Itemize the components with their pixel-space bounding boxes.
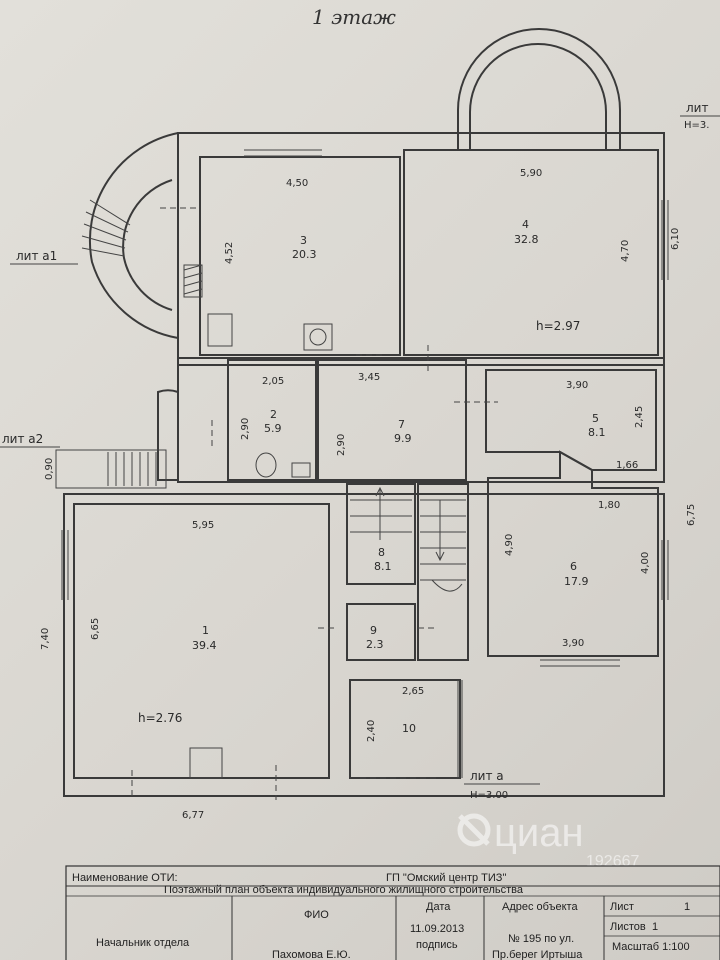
table-role: Начальник отдела xyxy=(96,937,190,949)
svg-text:H=3.: H=3. xyxy=(684,120,709,131)
svg-text:6,10: 6,10 xyxy=(670,228,681,250)
svg-text:5.9: 5.9 xyxy=(264,422,282,435)
svg-text:3,45: 3,45 xyxy=(358,372,380,383)
table-name-label: Наименование ОТИ: xyxy=(72,872,178,884)
svg-text:4,70: 4,70 xyxy=(620,240,631,262)
upper-block-walls xyxy=(81,28,665,366)
middle-block-walls xyxy=(55,357,665,489)
svg-text:8.1: 8.1 xyxy=(374,560,392,573)
watermark-code: 192667 xyxy=(586,853,639,870)
plan-title: 1 этаж xyxy=(312,5,396,29)
svg-text:3,90: 3,90 xyxy=(566,380,588,391)
table-col-fio: ФИО xyxy=(304,909,329,921)
title-block: Наименование ОТИ: ГП "Омский центр ТИЗ" … xyxy=(65,865,720,960)
svg-text:1,66: 1,66 xyxy=(616,460,638,471)
table-address-2: Пр.берег Иртыша xyxy=(492,949,583,960)
room-1: 5,95 6,65 1 39.4 h=2.76 xyxy=(90,520,217,725)
svg-text:лит a2: лит a2 xyxy=(2,432,43,446)
svg-text:4,52: 4,52 xyxy=(224,242,235,264)
table-date: 11.09.2013 xyxy=(410,923,464,935)
svg-text:20.3: 20.3 xyxy=(292,248,317,261)
svg-text:h=2.76: h=2.76 xyxy=(138,711,182,725)
table-address-1: № 195 по ул. xyxy=(508,933,574,945)
table-col-sheets: Листов xyxy=(610,921,646,933)
svg-text:4,00: 4,00 xyxy=(640,552,651,574)
table-col-address: Адрес объекта xyxy=(502,901,578,913)
svg-text:h=2.97: h=2.97 xyxy=(536,319,580,333)
watermark-logo-icon xyxy=(457,813,491,847)
svg-text:6: 6 xyxy=(570,560,577,573)
lit-labels: лит a1 лит a2 лит a H=3.00 лит H=3. xyxy=(0,101,720,801)
svg-text:3: 3 xyxy=(300,234,307,247)
svg-text:6,65: 6,65 xyxy=(90,618,101,640)
svg-text:5: 5 xyxy=(592,412,599,425)
svg-text:7,40: 7,40 xyxy=(40,628,51,650)
svg-text:2,45: 2,45 xyxy=(634,406,645,428)
svg-text:17.9: 17.9 xyxy=(564,575,589,588)
svg-text:H=3.00: H=3.00 xyxy=(470,790,508,801)
table-sheets-value: 1 xyxy=(652,921,658,933)
table-signature: подпись xyxy=(416,939,458,951)
table-col-sheet: Лист xyxy=(610,901,634,913)
table-scale: Масштаб 1:100 xyxy=(612,941,690,953)
room-8: 8 8.1 xyxy=(374,546,392,573)
outer-dimensions: 6,10 6,75 7,40 6,77 0,90 xyxy=(40,228,697,821)
door-window-marks xyxy=(61,149,669,800)
room-3: 4,50 4,52 3 20.3 xyxy=(224,178,317,264)
room-10: 2,65 2,40 10 xyxy=(366,686,424,742)
svg-text:10: 10 xyxy=(402,722,416,735)
svg-text:4,90: 4,90 xyxy=(504,534,515,556)
svg-text:8: 8 xyxy=(378,546,385,559)
room-4: 5,90 4,70 4 32.8 h=2.97 xyxy=(514,168,631,333)
room-5: 3,90 2,45 1,66 5 8.1 xyxy=(566,380,645,471)
svg-text:3,90: 3,90 xyxy=(562,638,584,649)
table-col-date: Дата xyxy=(426,901,451,913)
room-2: 2,05 2,90 2 5.9 xyxy=(240,376,284,440)
watermark-brand: циан xyxy=(494,811,584,855)
svg-text:2: 2 xyxy=(270,408,277,421)
svg-text:2,90: 2,90 xyxy=(336,434,347,456)
table-sheet-value: 1 xyxy=(684,901,690,913)
svg-text:9: 9 xyxy=(370,624,377,637)
svg-text:1: 1 xyxy=(202,624,209,637)
svg-text:лит a: лит a xyxy=(470,769,504,783)
svg-text:0,90: 0,90 xyxy=(44,458,55,480)
svg-text:лит: лит xyxy=(686,101,708,115)
svg-text:32.8: 32.8 xyxy=(514,233,539,246)
svg-text:лит a1: лит a1 xyxy=(16,249,57,263)
svg-text:2,65: 2,65 xyxy=(402,686,424,697)
room-9: 9 2.3 xyxy=(366,624,384,651)
svg-text:2,40: 2,40 xyxy=(366,720,377,742)
svg-text:4: 4 xyxy=(522,218,529,231)
svg-text:5,95: 5,95 xyxy=(192,520,214,531)
svg-text:6,77: 6,77 xyxy=(182,810,204,821)
watermark: циан 192667 xyxy=(457,811,639,870)
svg-text:2.3: 2.3 xyxy=(366,638,384,651)
svg-text:7: 7 xyxy=(398,418,405,431)
svg-text:1,80: 1,80 xyxy=(598,500,620,511)
room-6: 1,80 4,90 4,00 3,90 6 17.9 xyxy=(504,500,651,649)
lower-block-walls xyxy=(63,264,665,797)
room-7: 3,45 2,90 7 9.9 xyxy=(336,372,412,456)
svg-text:6,75: 6,75 xyxy=(686,504,697,526)
table-org: ГП "Омский центр ТИЗ" xyxy=(386,872,506,884)
svg-text:8.1: 8.1 xyxy=(588,426,606,439)
svg-text:2,90: 2,90 xyxy=(240,418,251,440)
svg-text:39.4: 39.4 xyxy=(192,639,217,652)
svg-text:9.9: 9.9 xyxy=(394,432,412,445)
svg-text:4,50: 4,50 xyxy=(286,178,308,189)
table-person: Пахомова Е.Ю. xyxy=(272,949,351,960)
svg-text:5,90: 5,90 xyxy=(520,168,542,179)
svg-text:2,05: 2,05 xyxy=(262,376,284,387)
table-plan-title: Поэтажный план объекта индивидуального ж… xyxy=(164,884,524,896)
